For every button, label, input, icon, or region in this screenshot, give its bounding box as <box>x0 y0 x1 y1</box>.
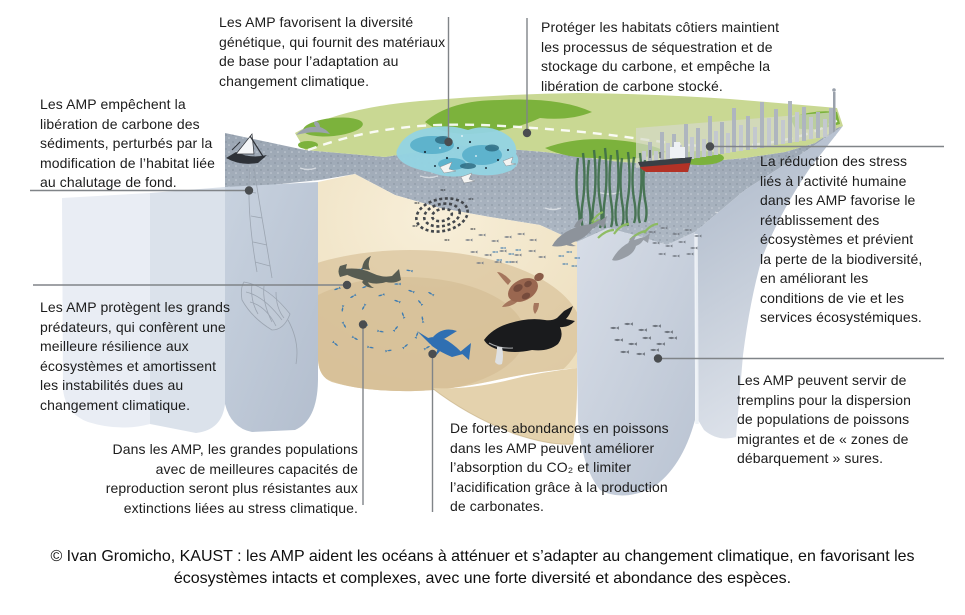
leader-lines <box>30 17 944 512</box>
figure-caption: © Ivan Gromicho, KAUST : les AMP aident … <box>0 546 965 589</box>
seafloor-shadow <box>318 250 577 392</box>
cargo-ship <box>638 142 692 172</box>
bowl-front-rim <box>432 368 578 445</box>
right-cutaway-faces <box>577 126 843 496</box>
figure-caption-text: © Ivan Gromicho, KAUST : les AMP aident … <box>50 548 915 587</box>
radio-tower-icon <box>832 88 836 136</box>
coral-reef <box>396 126 519 177</box>
surface-dolphin <box>296 121 330 135</box>
left-cutaway-faces <box>62 182 318 433</box>
humpback-whale <box>484 306 575 365</box>
city-skyline <box>636 88 836 168</box>
ocean-cutaway-interior <box>318 174 578 445</box>
sea-turtle <box>497 272 544 314</box>
fishing-net <box>240 167 298 365</box>
hammerhead-shark <box>338 256 401 288</box>
seabirds <box>439 156 517 184</box>
corner-highlight <box>694 233 699 425</box>
trawler-boat <box>226 133 267 164</box>
bait-ball-school <box>412 188 476 242</box>
leader-dots <box>244 128 715 363</box>
dolphins <box>552 216 650 261</box>
